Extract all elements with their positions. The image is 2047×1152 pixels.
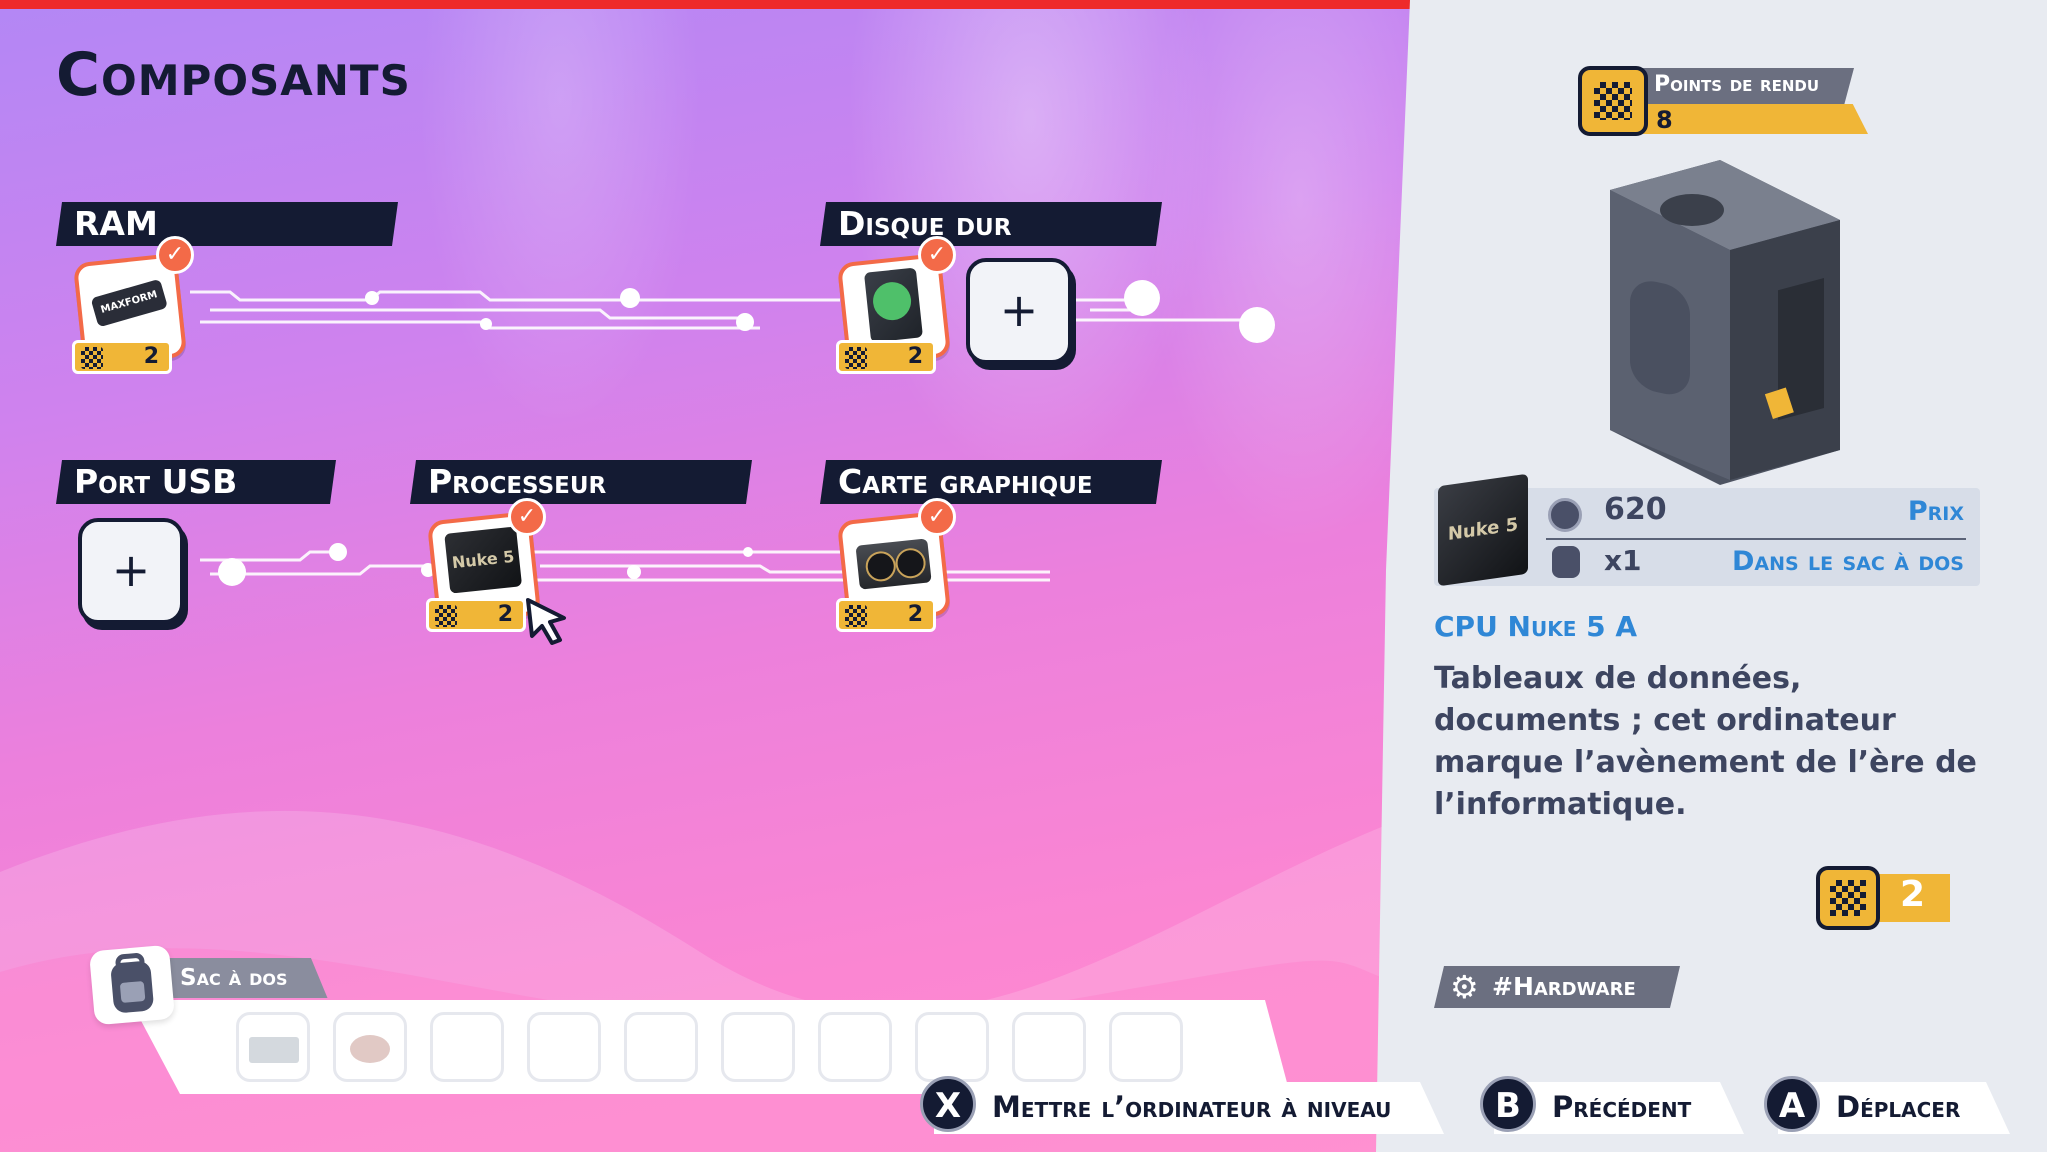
item-quantity: x1 xyxy=(1604,544,1642,577)
gear-icon: ⚙ xyxy=(1450,968,1479,1006)
checker-icon xyxy=(1578,66,1648,136)
hint-move-label[interactable]: Déplacer xyxy=(1836,1090,1961,1124)
top-accent-bar xyxy=(0,0,1410,9)
backpack-slot-5[interactable] xyxy=(624,1012,698,1082)
cpu-chip-image: Nuke 5 xyxy=(444,526,523,594)
backpack-slot-9[interactable] xyxy=(1012,1012,1086,1082)
hint-back-label[interactable]: Précédent xyxy=(1552,1090,1692,1124)
backpack-slot-10[interactable] xyxy=(1109,1012,1183,1082)
backpack-slot-4[interactable] xyxy=(527,1012,601,1082)
a-button-icon[interactable]: A xyxy=(1764,1076,1820,1132)
backpack-icon xyxy=(88,944,176,1026)
backpack-small-icon xyxy=(1552,546,1580,578)
backpack-slot-2[interactable] xyxy=(333,1012,407,1082)
add-usb-button[interactable]: + xyxy=(78,518,184,624)
page-title: Composants xyxy=(56,40,411,110)
backpack-slot-7[interactable] xyxy=(818,1012,892,1082)
backpack-slot-6[interactable] xyxy=(721,1012,795,1082)
item-thumbnail: Nuke 5 xyxy=(1438,473,1528,587)
computer-case-image xyxy=(1610,160,1840,485)
checker-icon xyxy=(435,605,457,627)
hdd-points: 2 xyxy=(907,344,923,369)
backpack-slot-3[interactable] xyxy=(430,1012,504,1082)
checker-icon xyxy=(845,605,867,627)
slot-label-gpu: Carte graphique xyxy=(820,460,1162,504)
checker-icon xyxy=(845,347,867,369)
checker-icon xyxy=(1816,866,1880,930)
item-tag-label: #Hardware xyxy=(1492,972,1636,1001)
ram-points-badge: 2 xyxy=(72,340,172,374)
cpu-points: 2 xyxy=(497,602,513,627)
item-points-badge: 2 xyxy=(1816,866,1950,930)
circuit-lines xyxy=(190,280,1275,586)
cpu-check-icon: ✓ xyxy=(508,498,546,536)
backpack-slot-1[interactable] xyxy=(236,1012,310,1082)
backpack-slot-8[interactable] xyxy=(915,1012,989,1082)
hdd-image xyxy=(863,267,923,343)
checker-icon xyxy=(81,347,103,369)
slot-label-ram: RAM xyxy=(56,202,398,246)
render-points-value: 8 xyxy=(1656,106,1673,134)
gpu-check-icon: ✓ xyxy=(918,498,956,536)
item-name: CPU Nuke 5 A xyxy=(1434,610,1638,643)
coin-icon xyxy=(1548,498,1582,532)
quantity-label: Dans le sac à dos xyxy=(1731,546,1964,577)
gpu-points: 2 xyxy=(907,602,923,627)
add-hdd-button[interactable]: + xyxy=(966,258,1072,364)
item-stats-box: Nuke 5 620 Prix x1 Dans le sac à dos xyxy=(1434,473,1980,587)
slot-label-usb: Port USB xyxy=(56,460,336,504)
ram-stick-image: MAXFORM ROOKIE xyxy=(90,278,169,343)
item-price: 620 xyxy=(1604,492,1667,527)
price-label: Prix xyxy=(1907,496,1964,527)
ram-points: 2 xyxy=(143,344,159,369)
ram-check-icon: ✓ xyxy=(156,236,194,274)
b-button-icon[interactable]: B xyxy=(1480,1076,1536,1132)
item-points: 2 xyxy=(1900,874,1926,915)
item-tag: ⚙ #Hardware xyxy=(1434,966,1680,1008)
render-points-badge: Points de rendu 8 xyxy=(1578,62,1868,136)
hdd-check-icon: ✓ xyxy=(918,236,956,274)
cpu-points-badge: 2 xyxy=(426,598,526,632)
backpack-bar xyxy=(130,1000,1290,1094)
item-thumbnail-text: Nuke 5 xyxy=(1447,514,1519,545)
hint-upgrade-bg xyxy=(934,1082,1444,1134)
hdd-points-badge: 2 xyxy=(836,340,936,374)
item-description: Tableaux de données, documents ; cet ord… xyxy=(1434,661,1977,822)
cursor-icon xyxy=(526,598,566,645)
render-points-label: Points de rendu xyxy=(1654,72,1820,97)
slot-label-hdd: Disque dur xyxy=(820,202,1162,246)
backpack-label: Sac à dos xyxy=(162,958,328,998)
gpu-image xyxy=(855,538,932,590)
x-button-icon[interactable]: X xyxy=(920,1076,976,1132)
cpu-chip-text: Nuke 5 xyxy=(451,546,516,573)
gpu-points-badge: 2 xyxy=(836,598,936,632)
slot-label-cpu: Processeur xyxy=(410,460,752,504)
hint-upgrade-label[interactable]: Mettre l’ordinateur à niveau xyxy=(992,1090,1392,1124)
